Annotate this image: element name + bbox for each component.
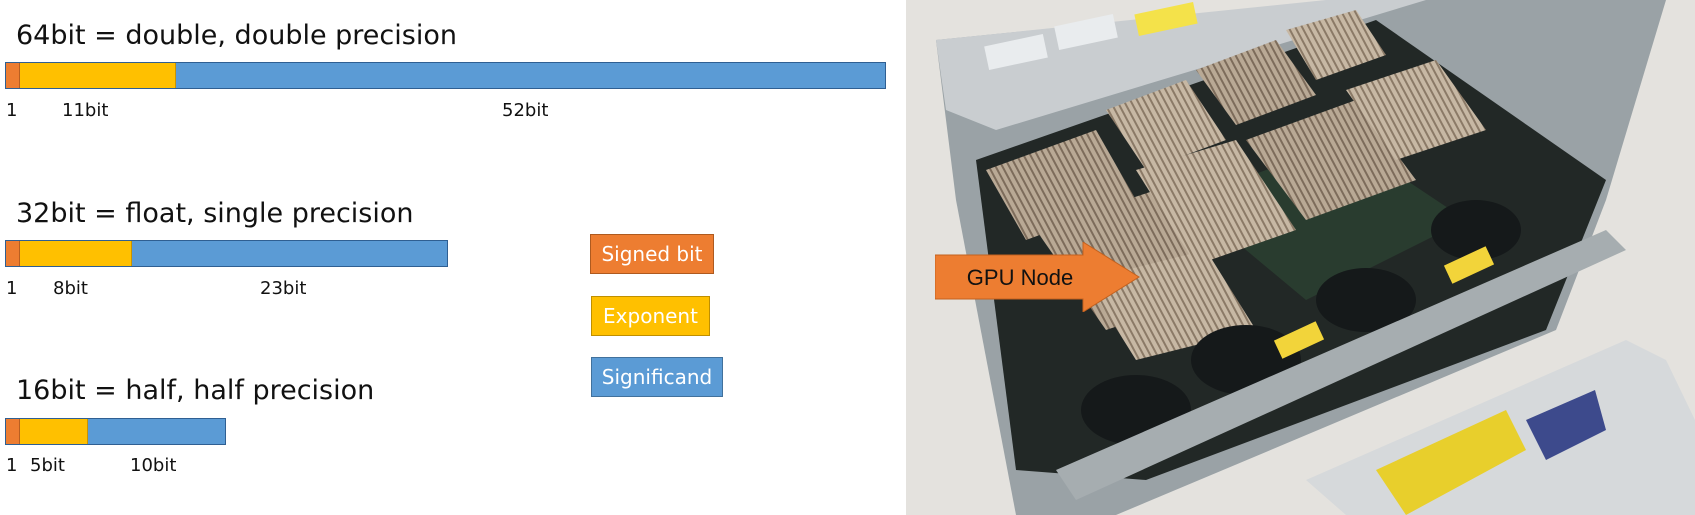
label-64-significand: 52bit xyxy=(502,100,549,121)
label-32-significand: 23bit xyxy=(260,278,307,299)
arrow-icon xyxy=(935,242,1140,312)
label-32-sign: 1 xyxy=(6,278,18,299)
title-64bit: 64bit = double, double precision xyxy=(16,20,457,51)
segment-sign xyxy=(6,63,20,88)
segment-exponent xyxy=(20,419,88,444)
legend-significand: Significand xyxy=(591,357,723,397)
bar-32bit xyxy=(5,240,448,267)
label-16-significand: 10bit xyxy=(130,455,177,476)
title-16bit: 16bit = half, half precision xyxy=(16,375,375,406)
segment-significand xyxy=(88,419,225,444)
segment-sign xyxy=(6,419,20,444)
callout-label: GPU Node xyxy=(966,265,1074,290)
label-16-sign: 1 xyxy=(6,455,18,476)
segment-exponent xyxy=(20,63,176,88)
segment-sign xyxy=(6,241,20,266)
title-32bit: 32bit = float, single precision xyxy=(16,198,414,229)
segment-significand xyxy=(176,63,885,88)
legend-exponent: Exponent xyxy=(591,296,710,336)
label-64-exponent: 11bit xyxy=(62,100,109,121)
label-32-exponent: 8bit xyxy=(53,278,88,299)
segment-exponent xyxy=(20,241,132,266)
gpu-node-photo xyxy=(906,0,1695,515)
legend-signed-bit: Signed bit xyxy=(590,234,714,274)
bar-64bit xyxy=(5,62,886,89)
bar-16bit xyxy=(5,418,226,445)
server-chassis-illustration xyxy=(906,0,1695,515)
segment-significand xyxy=(132,241,447,266)
label-64-sign: 1 xyxy=(6,100,18,121)
label-16-exponent: 5bit xyxy=(30,455,65,476)
